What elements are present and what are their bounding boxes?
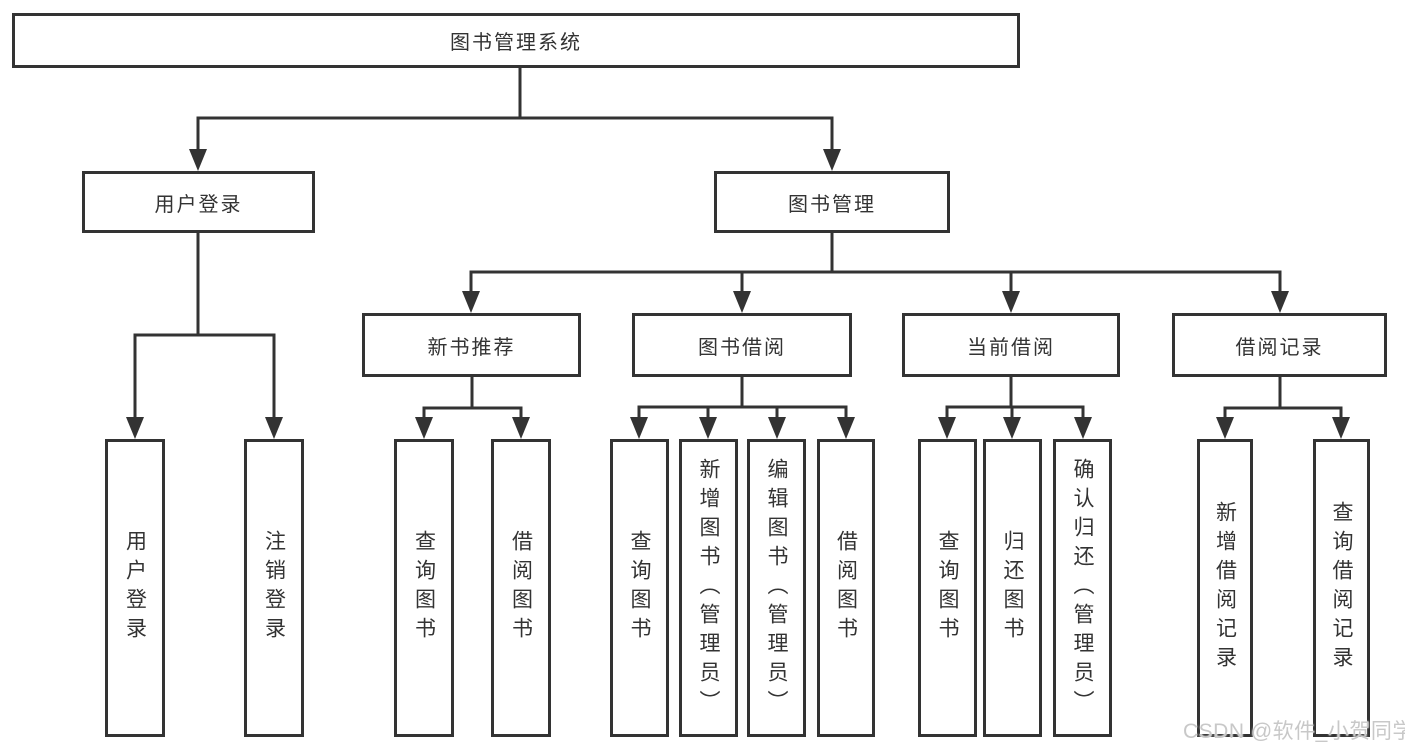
leaf-add-books-admin: 新增图书（管理员）: [679, 439, 738, 737]
arrowhead-icon: [512, 417, 530, 439]
leaf-label: 注销登录: [262, 530, 286, 646]
leaf-edit-books-admin: 编辑图书（管理员）: [747, 439, 806, 737]
leaf-query-books-current: 查询图书: [918, 439, 977, 737]
leaf-query-borrow-record: 查询借阅记录: [1313, 439, 1370, 737]
arrowhead-icon: [733, 291, 751, 313]
root-node-library-system: 图书管理系统: [12, 13, 1020, 68]
arrowhead-icon: [1332, 417, 1350, 439]
leaf-label: 借阅图书: [834, 530, 858, 646]
leaf-label: 确认归还（管理员）: [1071, 457, 1094, 719]
leaf-add-borrow-record: 新增借阅记录: [1197, 439, 1253, 737]
leaf-confirm-return-admin: 确认归还（管理员）: [1053, 439, 1112, 737]
arrowhead-icon: [126, 417, 144, 439]
leaf-user-login: 用户登录: [105, 439, 165, 737]
arrowhead-icon: [189, 149, 207, 171]
leaf-return-books: 归还图书: [983, 439, 1042, 737]
leaf-query-books-recommend: 查询图书: [394, 439, 454, 737]
leaf-query-books-borrow: 查询图书: [610, 439, 669, 737]
node-book-management: 图书管理: [714, 171, 950, 233]
node-user-login: 用户登录: [82, 171, 315, 233]
leaf-logout: 注销登录: [244, 439, 304, 737]
leaf-borrow-books: 借阅图书: [817, 439, 875, 737]
connector-newbook-branch: [422, 406, 523, 421]
arrowhead-icon: [699, 417, 717, 439]
node-borrow-records: 借阅记录: [1172, 313, 1387, 377]
arrowhead-icon: [823, 149, 841, 171]
arrowhead-icon: [837, 417, 855, 439]
arrowhead-icon: [1271, 291, 1289, 313]
arrowhead-icon: [415, 417, 433, 439]
connector-bookborrow-branch: [637, 405, 848, 421]
node-new-book-recommend: 新书推荐: [362, 313, 581, 377]
arrowhead-icon: [768, 417, 786, 439]
leaf-label: 查询借阅记录: [1330, 501, 1353, 675]
arrowhead-icon: [938, 417, 956, 439]
connector-currentborrow-branch: [945, 405, 1085, 421]
leaf-label: 编辑图书（管理员）: [765, 457, 788, 719]
leaf-label: 新增图书（管理员）: [697, 457, 720, 719]
csdn-watermark: CSDN @软件_小贺同学: [1183, 720, 1405, 743]
leaf-label: 新增借阅记录: [1213, 501, 1237, 675]
arrowhead-icon: [462, 291, 480, 313]
leaf-label: 借阅图书: [509, 530, 533, 646]
arrowhead-icon: [1002, 291, 1020, 313]
node-book-borrow: 图书借阅: [632, 313, 852, 377]
arrowhead-icon: [265, 417, 283, 439]
leaf-label: 查询图书: [412, 530, 436, 646]
leaf-borrow-books-recommend: 借阅图书: [491, 439, 551, 737]
connector-bookmgmt-branch: [469, 270, 1282, 295]
arrowhead-icon: [630, 417, 648, 439]
arrowhead-icon: [1216, 417, 1234, 439]
leaf-label: 查询图书: [628, 530, 651, 646]
node-current-borrow: 当前借阅: [902, 313, 1120, 377]
connector-root-branch: [196, 116, 834, 153]
connector-records-branch: [1223, 406, 1343, 421]
arrowhead-icon: [1003, 417, 1021, 439]
leaf-label: 查询图书: [936, 530, 959, 646]
connector-userlogin-branch: [133, 333, 276, 421]
leaf-label: 归还图书: [1001, 530, 1024, 646]
leaf-label: 用户登录: [123, 530, 147, 646]
arrowhead-icon: [1074, 417, 1092, 439]
